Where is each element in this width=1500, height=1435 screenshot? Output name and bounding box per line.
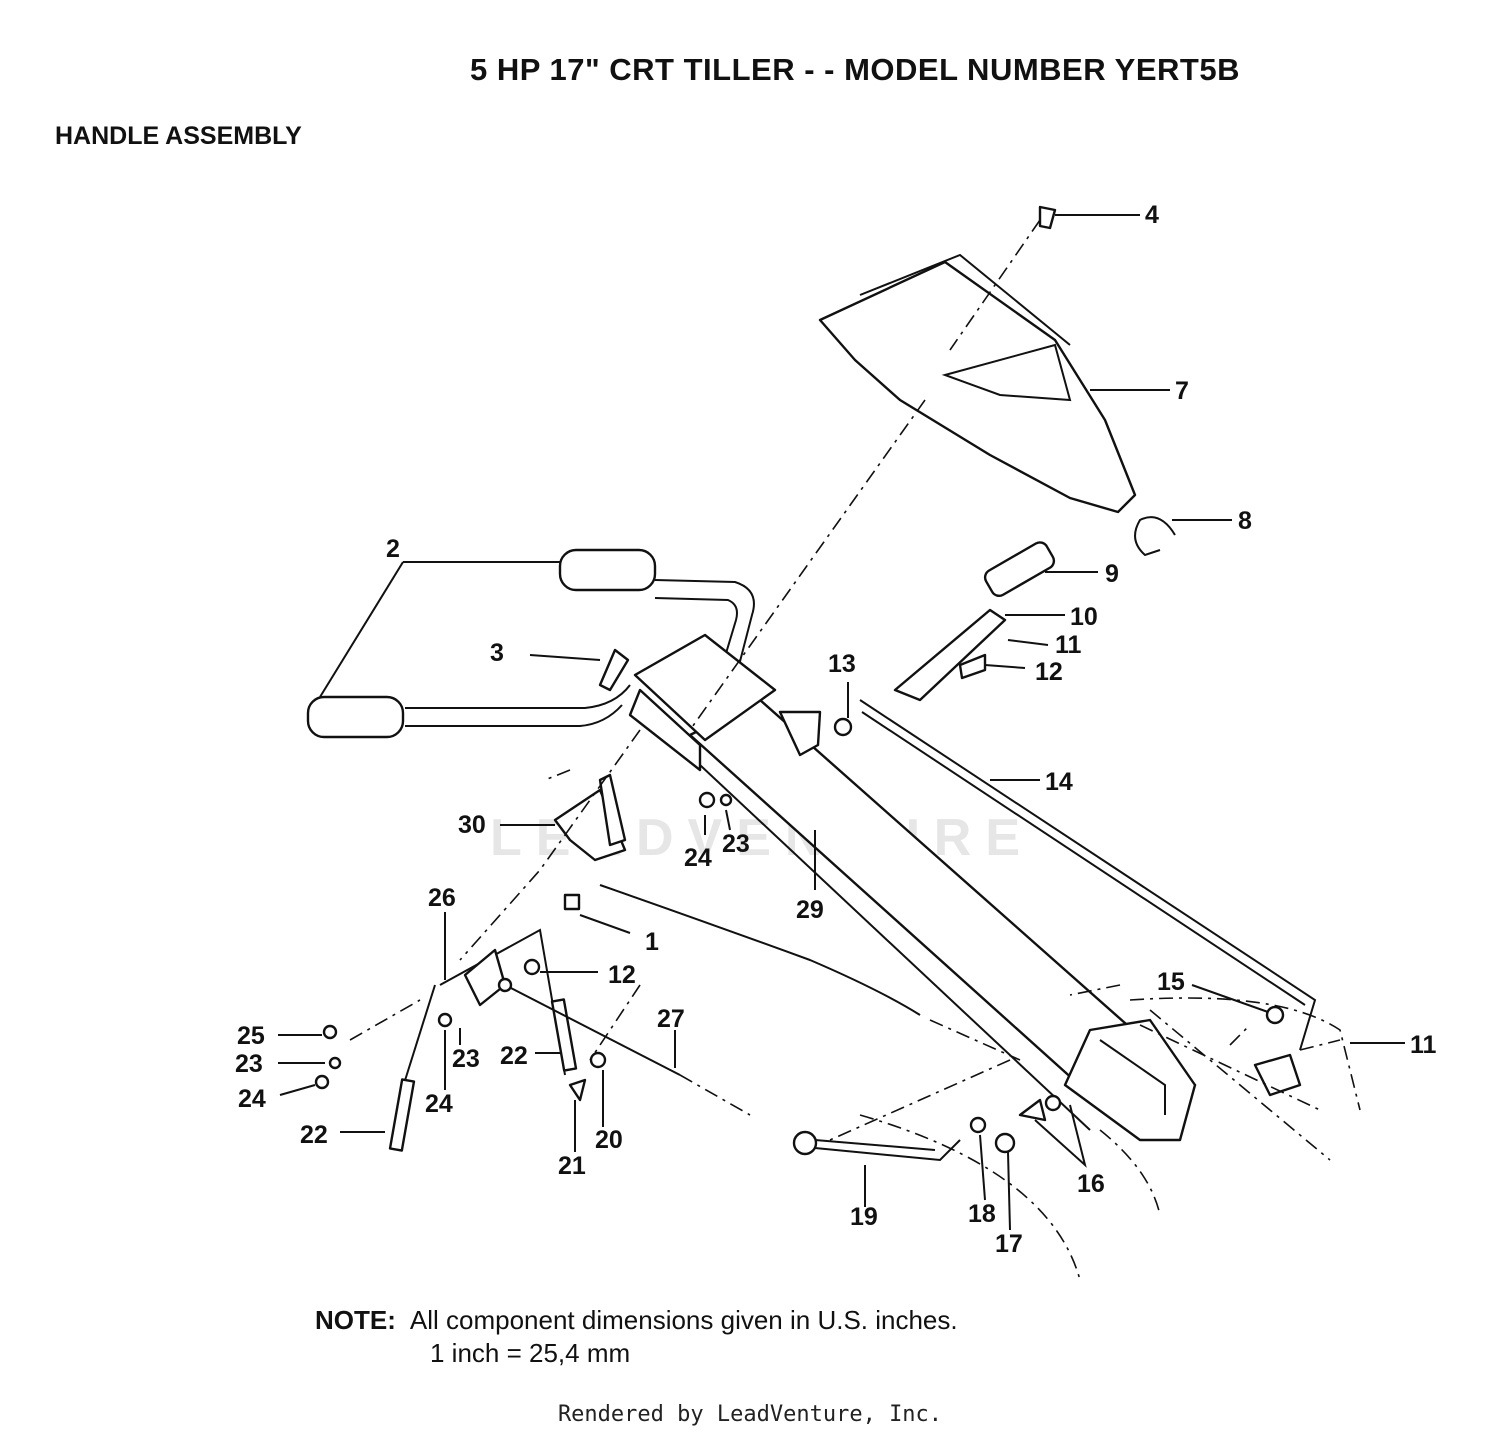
callout-24-middle: 24 [684, 844, 712, 872]
callout-14: 14 [1045, 768, 1073, 796]
callout-10: 10 [1070, 603, 1098, 631]
callout-11-upper: 11 [1055, 631, 1082, 659]
callout-labels: 1 2 3 4 7 8 9 10 11 11 12 12 13 14 15 16… [235, 201, 1437, 1258]
bolt-4 [1038, 205, 1057, 230]
diagram-title: 5 HP 17" CRT TILLER - - MODEL NUMBER YER… [470, 52, 1240, 87]
callout-27: 27 [657, 1005, 685, 1033]
callout-8: 8 [1238, 507, 1252, 535]
cable-1 [599, 884, 921, 1016]
clip-8 [1134, 516, 1176, 557]
leader-lines [278, 214, 1405, 1231]
callout-23-left: 23 [235, 1050, 263, 1078]
callout-18: 18 [968, 1200, 996, 1228]
upper-grip [558, 548, 657, 592]
callout-22-left: 22 [300, 1121, 328, 1149]
callout-11-lower: 11 [1410, 1031, 1437, 1059]
bolt-3 [598, 648, 630, 692]
callout-24-left: 24 [238, 1085, 266, 1113]
shift-lever [893, 608, 1007, 702]
callout-7: 7 [1175, 377, 1189, 405]
assembly-guides [349, 219, 1361, 1281]
callout-4: 4 [1145, 201, 1159, 229]
callout-21: 21 [558, 1152, 586, 1180]
callout-9: 9 [1105, 560, 1119, 588]
note-line-2: 1 inch = 25,4 mm [430, 1338, 631, 1368]
callout-1: 1 [645, 928, 659, 956]
callout-23-center: 23 [452, 1045, 480, 1073]
lower-linkage [314, 928, 681, 1152]
callout-15: 15 [1157, 968, 1185, 996]
callout-16: 16 [1077, 1170, 1105, 1198]
callout-19: 19 [850, 1203, 878, 1231]
callout-20: 20 [595, 1126, 623, 1154]
callout-12-upper: 12 [1035, 658, 1063, 686]
upper-panel [818, 253, 1137, 514]
handlebar [306, 548, 755, 739]
section-title: HANDLE ASSEMBLY [55, 122, 302, 150]
callout-23-middle: 23 [722, 830, 750, 858]
callout-12-lower: 12 [608, 961, 636, 989]
callout-29: 29 [796, 896, 824, 924]
callout-22-right: 22 [500, 1042, 528, 1070]
callout-30: 30 [458, 811, 486, 839]
washer-13 [833, 717, 853, 737]
shift-rod [859, 699, 1317, 1051]
callout-26: 26 [428, 884, 456, 912]
callout-24-center: 24 [425, 1090, 453, 1118]
callout-3: 3 [490, 639, 504, 667]
note-line-1: All component dimensions given in U.S. i… [409, 1305, 958, 1335]
callout-17: 17 [995, 1230, 1023, 1258]
control-bracket [553, 788, 627, 862]
callout-13: 13 [828, 650, 856, 678]
shift-grip [983, 541, 1056, 598]
callout-2: 2 [386, 535, 400, 563]
footer-credit: Rendered by LeadVenture, Inc. [557, 1402, 943, 1427]
handle-bracket [628, 633, 822, 772]
lower-grip [306, 695, 405, 739]
note: NOTE: All component dimensions given in U… [315, 1305, 958, 1336]
callout-25: 25 [237, 1022, 265, 1050]
depth-lever [792, 1005, 1302, 1162]
note-label: NOTE: [315, 1305, 396, 1335]
